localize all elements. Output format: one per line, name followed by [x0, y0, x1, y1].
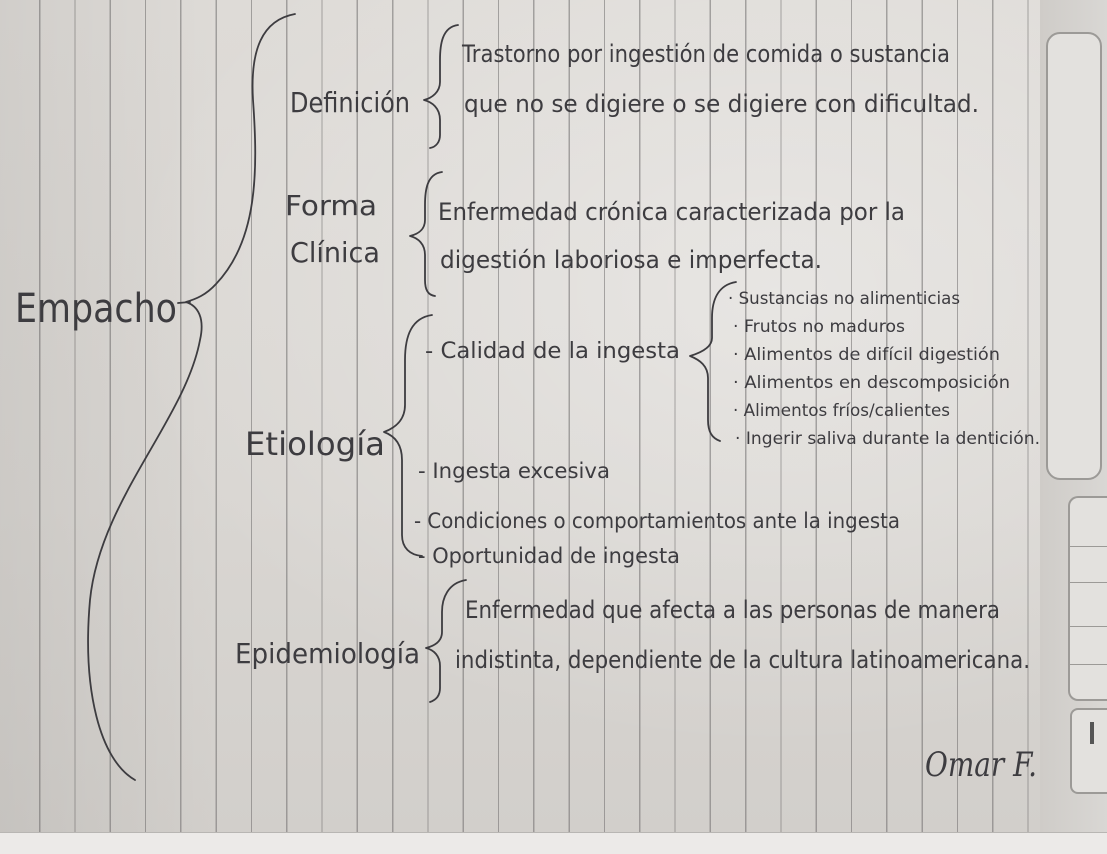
etiologia-item-calidad: - Calidad de la ingesta	[425, 339, 680, 364]
brace-main	[87, 13, 296, 781]
heading-etiologia: Etiología	[245, 425, 385, 463]
calidad-subitem: · Ingerir saliva durante la dentición.	[735, 429, 1040, 449]
calidad-subitem: · Alimentos fríos/calientes	[733, 401, 950, 421]
forma-clinica-line: Enfermedad crónica caracterizada por la	[438, 198, 905, 226]
adjacent-card-mark	[1090, 722, 1094, 744]
calidad-subitem: · Sustancias no alimenticias	[728, 289, 960, 309]
adjacent-card-top	[1046, 32, 1102, 480]
brace-etiologia	[383, 314, 433, 557]
brace-calidad	[689, 281, 737, 442]
adjacent-card-line	[1068, 664, 1107, 665]
adjacent-card-line	[1068, 546, 1107, 547]
etiologia-item: - Ingesta excesiva	[418, 459, 610, 483]
heading-epidemiologia: Epidemiología	[235, 637, 420, 670]
brace-definicion	[423, 24, 459, 149]
paper-shadow	[0, 0, 220, 832]
calidad-subitem: · Alimentos de difícil digestión	[733, 345, 1000, 365]
topic-title: Empacho	[15, 286, 177, 332]
forma-clinica-line: digestión laboriosa e imperfecta.	[440, 246, 822, 274]
epidemiologia-line: indistinta, dependiente de la cultura la…	[455, 646, 1030, 674]
calidad-subitem: · Frutos no maduros	[733, 317, 905, 337]
definicion-line: que no se digiere o se digiere con dific…	[464, 90, 979, 118]
adjacent-notebook-edge	[1040, 0, 1107, 832]
brace-forma-clinica	[409, 171, 443, 297]
adjacent-card-middle	[1068, 496, 1107, 701]
heading-forma: Forma	[285, 189, 377, 222]
calidad-subitem: · Alimentos en descomposición	[733, 373, 1010, 393]
adjacent-card-line	[1068, 582, 1107, 583]
heading-clinica: Clínica	[290, 236, 380, 269]
brace-epidemiologia	[425, 579, 467, 703]
heading-definicion: Definición	[290, 86, 410, 119]
adjacent-card-bottom	[1070, 708, 1107, 794]
topic-connector-dash	[177, 301, 191, 304]
table-surface	[0, 832, 1107, 854]
definicion-line: Trastorno por ingestión de comida o sust…	[461, 40, 950, 68]
epidemiologia-line: Enfermedad que afecta a las personas de …	[465, 596, 1000, 624]
signature: Omar F.	[925, 745, 1037, 785]
etiologia-item: - Condiciones o comportamientos ante la …	[414, 509, 900, 533]
etiologia-item: - Oportunidad de ingesta	[418, 544, 680, 568]
paper-rules	[0, 0, 1040, 832]
adjacent-card-line	[1068, 626, 1107, 627]
